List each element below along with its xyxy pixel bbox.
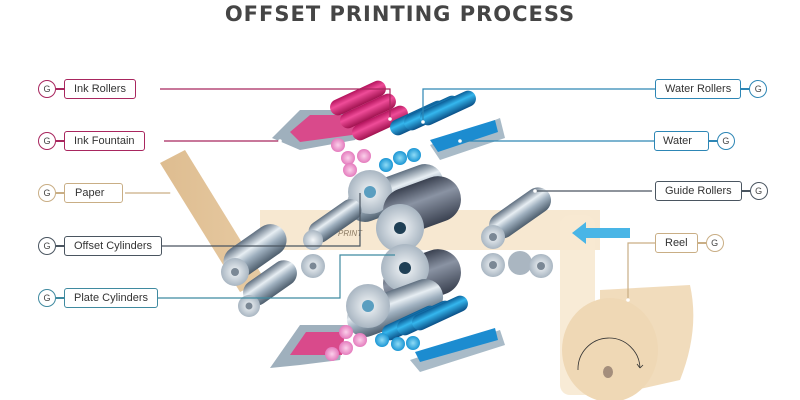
connector [56, 245, 64, 247]
g-badge-icon[interactable]: G [38, 289, 56, 307]
label-paper[interactable]: G Paper [38, 182, 124, 204]
g-badge-icon[interactable]: G [38, 132, 56, 150]
g-badge-icon[interactable]: G [705, 234, 724, 252]
label-ink-rollers[interactable]: G Ink Rollers [38, 78, 136, 100]
connector [741, 88, 750, 90]
label-ink-fountain[interactable]: G Ink Fountain [38, 130, 145, 152]
label-text: Ink Fountain [64, 131, 145, 151]
connector [697, 242, 706, 244]
ink-rollers-bottom [325, 325, 367, 361]
label-text: Water Rollers [655, 79, 742, 99]
label-text: Guide Rollers [655, 181, 742, 201]
water-rollers-top [379, 90, 476, 172]
g-badge-icon[interactable]: G [38, 80, 56, 98]
label-text: Reel [655, 233, 698, 253]
label-text: Offset Cylinders [64, 236, 163, 256]
connector [56, 140, 64, 142]
g-badge-icon[interactable]: G [38, 237, 56, 255]
g-badge-icon[interactable]: G [716, 132, 735, 150]
leader-ink-rollers [160, 88, 391, 119]
feed-rollers-left [221, 199, 362, 317]
diagram-title: OFFSET PRINTING PROCESS [224, 2, 576, 26]
leader-reel [627, 242, 655, 300]
print-text: PRINT [338, 229, 363, 238]
g-badge-icon[interactable]: G [749, 80, 768, 98]
connector [56, 192, 64, 194]
g-badge-icon[interactable]: G [38, 184, 56, 202]
label-text: Paper [64, 183, 124, 203]
label-plate-cylinders[interactable]: G Plate Cylinders [38, 287, 158, 309]
offset-cylinder-top [376, 176, 461, 252]
label-guide-rollers[interactable]: Guide Rollers G [655, 180, 768, 202]
label-text: Plate Cylinders [64, 288, 158, 308]
plate-cylinder-bottom [346, 279, 444, 337]
label-water[interactable]: Water G [654, 130, 735, 152]
connector [741, 190, 750, 192]
guide-rollers [481, 187, 553, 278]
connector [708, 140, 717, 142]
water-rollers-bottom [375, 295, 468, 351]
label-text: Ink Rollers [64, 79, 136, 99]
leader-offset-cylinders [153, 193, 361, 247]
label-reel[interactable]: Reel G [655, 232, 724, 254]
label-text: Water [654, 131, 709, 151]
label-water-rollers[interactable]: Water Rollers G [655, 78, 768, 100]
leader-plate-cylinders [153, 254, 395, 299]
reel-roll [562, 285, 694, 400]
label-offset-cylinders[interactable]: G Offset Cylinders [38, 235, 163, 257]
connector [56, 88, 64, 90]
direction-arrow [572, 222, 630, 244]
g-badge-icon[interactable]: G [749, 182, 768, 200]
leader-water-rollers [422, 88, 655, 122]
connector [56, 297, 64, 299]
